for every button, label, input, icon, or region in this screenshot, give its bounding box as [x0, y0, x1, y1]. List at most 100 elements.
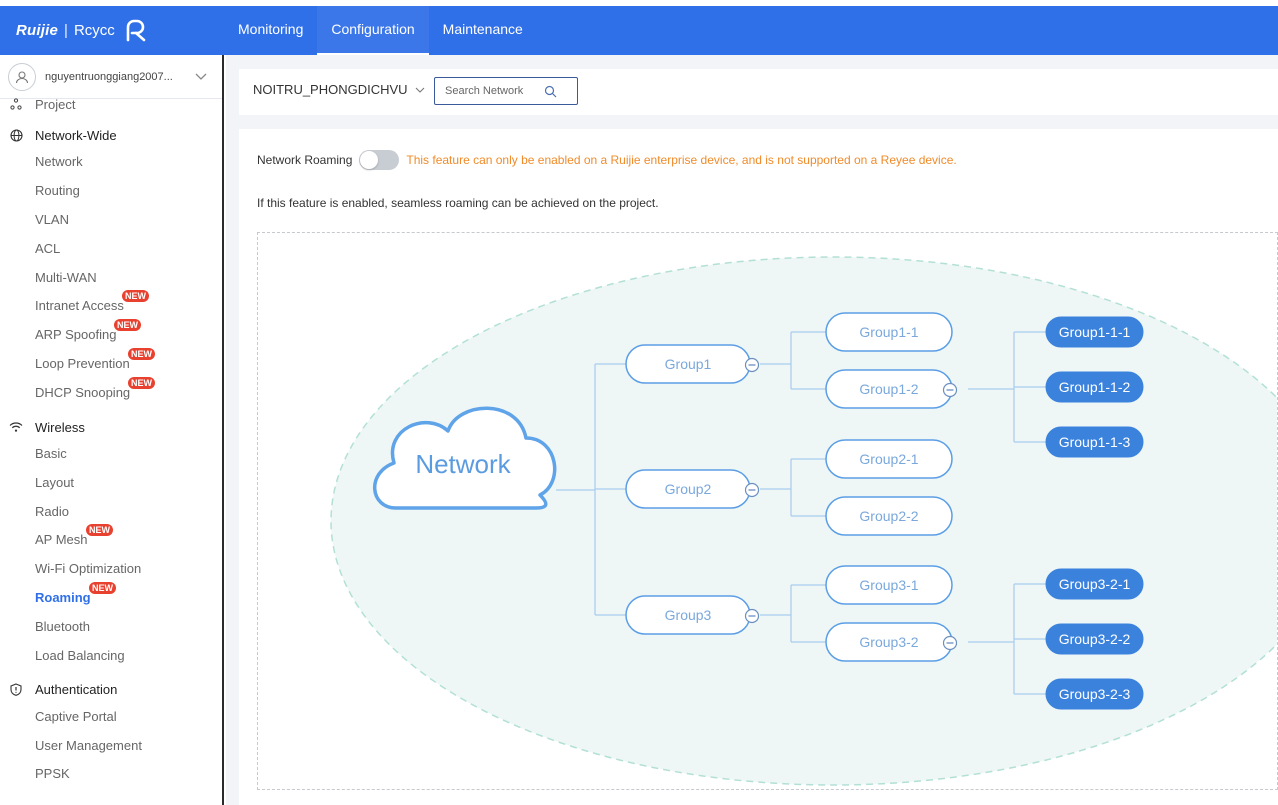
sidebar-item-user-management[interactable]: User Management — [35, 738, 142, 753]
top-nav-maintenance[interactable]: Maintenance — [442, 21, 523, 37]
sidebar-item-label: ACL — [35, 241, 61, 256]
top-nav-configuration[interactable]: Configuration — [317, 6, 429, 55]
sidebar-item-label: DHCP Snooping — [35, 385, 131, 400]
logo-separator: | — [64, 21, 68, 39]
leaf-node[interactable] — [1045, 316, 1144, 348]
sidebar-item-label: ARP Spoofing — [35, 327, 117, 342]
main-content: NOITRU_PHONGDICHVU Network Roaming This … — [226, 55, 1278, 805]
leaf-node[interactable] — [1045, 371, 1144, 403]
sidebar-item-load-balancing[interactable]: Load Balancing — [35, 648, 125, 663]
sidebar-item-label: Roaming — [35, 590, 91, 605]
root-node-label: Network — [415, 449, 511, 479]
logo-brand: Ruijie — [16, 21, 59, 39]
wifi-icon — [9, 420, 23, 434]
shield-icon — [9, 682, 23, 696]
sidebar-item-label: User Management — [35, 738, 142, 753]
logo-brand-secondary: Rcycc — [73, 21, 115, 39]
leaf-node[interactable] — [1045, 426, 1144, 458]
sidebar-item-captive-portal[interactable]: Captive Portal — [35, 709, 117, 724]
top-bar: Ruijie | Rcycc Monitoring Configuration Ma… — [0, 6, 1278, 55]
project-selector[interactable]: NOITRU_PHONGDICHVU — [253, 82, 426, 97]
sidebar-item-label: Loop Prevention — [35, 356, 130, 371]
sidebar-group-label: Network-Wide — [35, 127, 117, 143]
subgroup-node-label: Group2-2 — [859, 508, 918, 524]
subgroup-node-label: Group1-2 — [859, 381, 918, 397]
globe-icon — [9, 128, 23, 142]
sidebar-item-label: Wi-Fi Optimization — [35, 561, 142, 576]
sidebar-item-routing[interactable]: Routing — [35, 183, 80, 198]
subgroup-node-label: Group2-1 — [859, 451, 918, 467]
sidebar-item-label: Intranet Access — [35, 298, 124, 313]
leaf-node-label: Group3-2-3 — [1059, 686, 1131, 702]
sidebar-item-wi-fi-optimization[interactable]: Wi-Fi Optimization — [35, 561, 141, 576]
toggle-knob — [360, 151, 379, 169]
chevron-down-icon[interactable] — [194, 69, 208, 83]
roaming-warning: This feature can only be enabled on a Ru… — [406, 153, 957, 167]
user-avatar-icon — [8, 62, 36, 91]
subgroup-node-label: Group3-2 — [859, 634, 918, 650]
sidebar-group-network-wide[interactable]: Network-Wide — [0, 124, 117, 146]
new-badge: NEW — [114, 319, 141, 331]
logo[interactable]: Ruijie | Rcycc — [16, 18, 147, 42]
sidebar-item-label: PPSK — [35, 766, 70, 781]
leaf-node-label: Group3-2-1 — [1059, 576, 1131, 592]
new-badge: NEW — [86, 524, 113, 536]
roaming-setting-row: Network Roaming This feature can only be… — [257, 149, 957, 171]
sidebar-group-label: Authentication — [35, 681, 118, 697]
subgroup-node-label: Group3-1 — [859, 577, 918, 593]
sidebar-group-authentication[interactable]: Authentication — [0, 678, 117, 700]
sidebar-item-radio[interactable]: Radio — [35, 504, 69, 519]
leaf-node-label: Group1-1-1 — [1059, 324, 1131, 340]
sidebar-item-layout[interactable]: Layout — [35, 475, 74, 490]
sidebar-item-acl[interactable]: ACL — [35, 241, 60, 256]
sidebar-item-label: VLAN — [35, 212, 69, 227]
leaf-node[interactable] — [1045, 678, 1144, 710]
chevron-down-icon — [415, 87, 424, 93]
diagram-background — [330, 256, 1277, 786]
sidebar-item-label: Network — [35, 154, 83, 169]
new-badge: NEW — [89, 582, 116, 594]
toolbar: NOITRU_PHONGDICHVU — [239, 69, 1278, 115]
sidebar-item-network[interactable]: Network — [35, 154, 83, 169]
search-icon[interactable] — [544, 85, 557, 98]
roaming-card: Network Roaming This feature can only be… — [239, 129, 1278, 805]
search-input[interactable] — [445, 85, 545, 97]
leaf-node[interactable] — [1045, 568, 1144, 600]
leaf-node-label: Group3-2-2 — [1059, 631, 1131, 647]
top-nav: Monitoring Configuration Maintenance — [224, 6, 537, 55]
sidebar-item-project[interactable]: Project — [0, 93, 75, 115]
subgroup-node[interactable] — [825, 565, 953, 605]
new-badge: NEW — [128, 377, 155, 389]
sidebar-group-label: Wireless — [35, 419, 85, 435]
sidebar-item-label: Project — [35, 96, 76, 112]
sidebar-item-ppsk[interactable]: PPSK — [35, 766, 70, 781]
subgroup-node[interactable] — [825, 312, 953, 352]
new-badge: NEW — [122, 290, 149, 302]
leaf-node[interactable] — [1045, 623, 1144, 655]
new-badge: NEW — [128, 348, 155, 360]
sidebar-item-label: Radio — [35, 504, 69, 519]
sidebar-item-label: Captive Portal — [35, 709, 117, 724]
sidebar-item-label: Multi-WAN — [35, 270, 97, 285]
account-selector[interactable]: nguyentruonggiang2007... — [0, 55, 222, 99]
search-box — [434, 77, 578, 105]
roaming-toggle[interactable] — [359, 150, 400, 170]
sidebar-item-label: Bluetooth — [35, 619, 90, 634]
project-name: NOITRU_PHONGDICHVU — [253, 82, 408, 97]
subgroup-node[interactable] — [825, 439, 953, 479]
sidebar-item-multi-wan[interactable]: Multi-WAN — [35, 270, 97, 285]
sidebar-group-wireless[interactable]: Wireless — [0, 416, 85, 438]
sidebar-item-basic[interactable]: Basic — [35, 446, 67, 461]
sidebar-item-vlan[interactable]: VLAN — [35, 212, 69, 227]
sidebar-item-bluetooth[interactable]: Bluetooth — [35, 619, 90, 634]
top-nav-monitoring[interactable]: Monitoring — [238, 21, 304, 37]
subgroup-node[interactable] — [825, 496, 953, 536]
